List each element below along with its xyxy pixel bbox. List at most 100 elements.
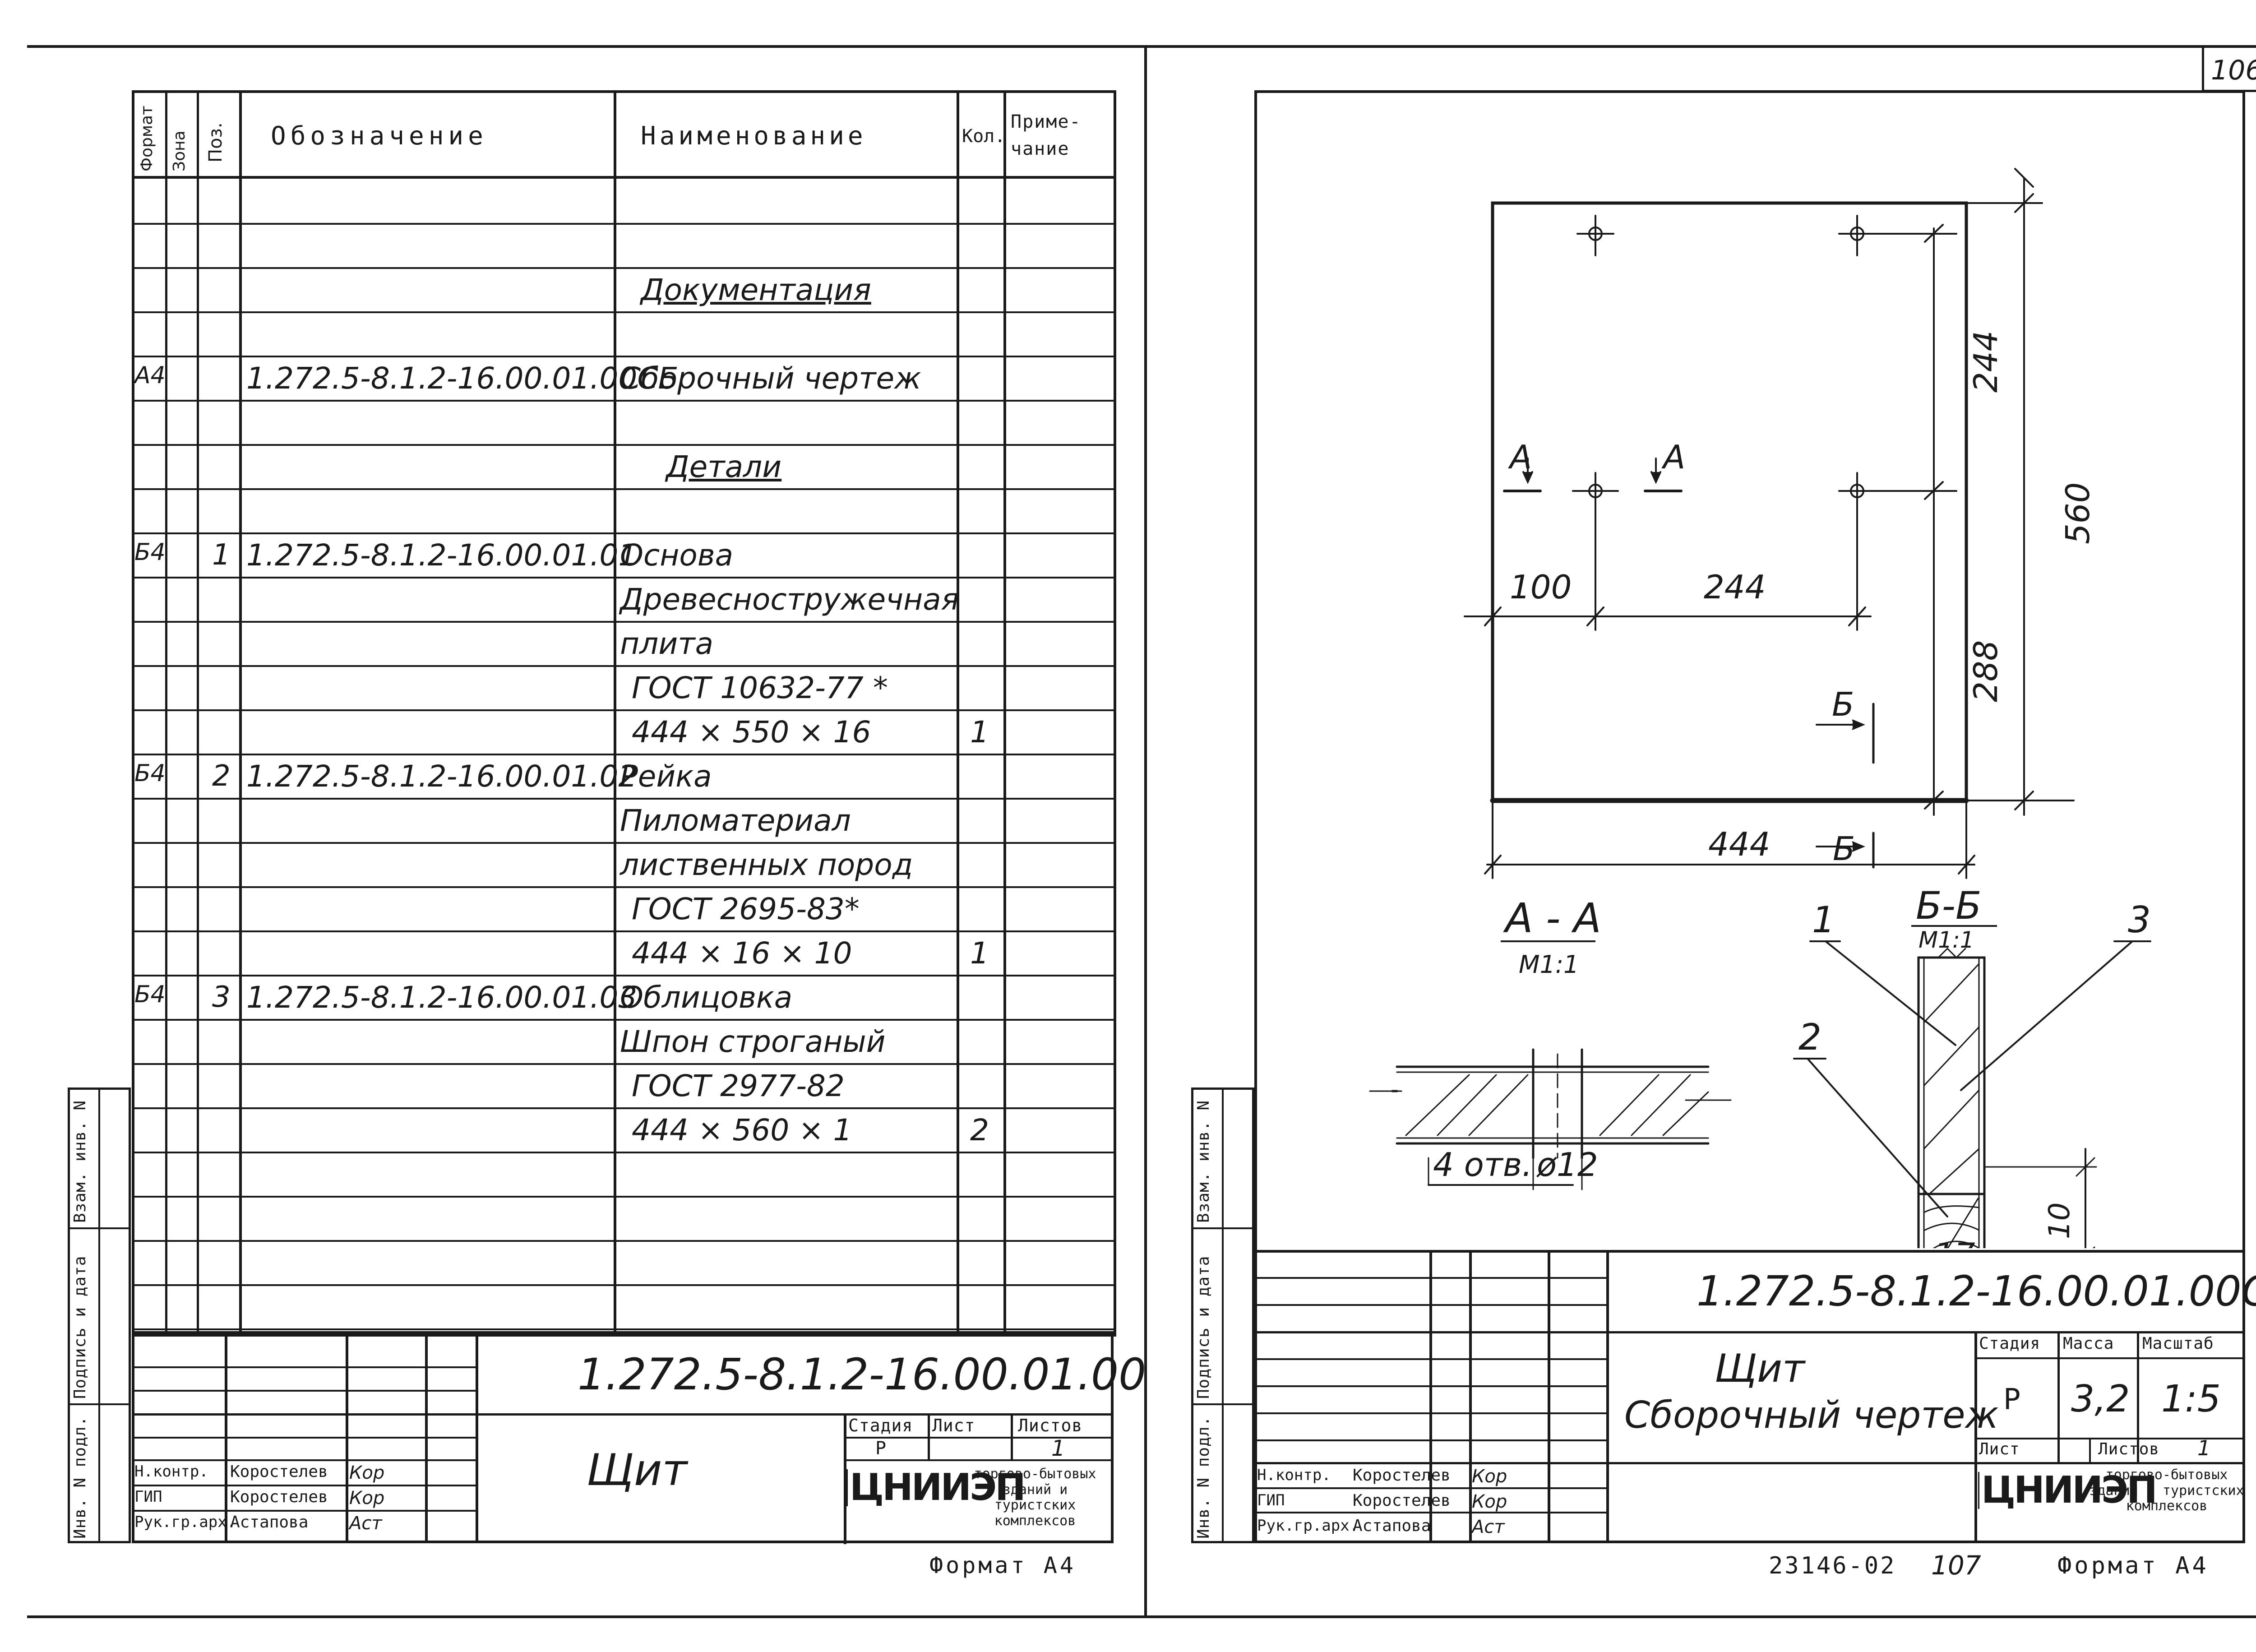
section-b-mark-top: Б: [1832, 685, 1854, 723]
tb-line: [1469, 1250, 1472, 1543]
spec-cell-name: Основа: [620, 538, 734, 573]
left-sheet-label: Лист: [932, 1416, 975, 1435]
spec-row-line: [132, 975, 1114, 976]
spec-cell-name: Пиломатериал: [620, 803, 851, 838]
signatory-sign: Кор: [349, 1462, 385, 1483]
spec-cell-name: Шпон строганый: [620, 1024, 886, 1059]
signatory-role: ГИП: [1257, 1491, 1285, 1509]
spec-col-line: [957, 90, 959, 1334]
spec-row-line: [132, 1063, 1114, 1065]
header-name: Наименование: [641, 121, 867, 151]
right-format-label: Формат А4: [2057, 1552, 2209, 1579]
side-strip-line: [68, 1227, 131, 1229]
right-sheets-label: Листов: [2098, 1440, 2160, 1458]
right-org-text: торгово-бытовых зданий и туристских комп…: [2089, 1467, 2244, 1514]
tb-line: [1254, 1331, 2245, 1333]
header-note: Приме- чание: [1011, 111, 1082, 159]
tb-line: [1011, 1413, 1013, 1460]
right-scale-label: Масштаб: [2142, 1334, 2214, 1353]
header-qty: Кол.: [962, 126, 1006, 147]
signatory-role: Рук.гр.арх.: [134, 1513, 236, 1531]
tb-line: [1254, 1512, 1608, 1513]
section-bb: [1917, 947, 2097, 1248]
right-scale-value: 1:5: [2161, 1378, 2221, 1421]
section-aa-scale: М1:1: [1519, 950, 1579, 979]
tb-line: [132, 1366, 477, 1368]
callout-3: 3: [2128, 899, 2151, 941]
spec-row-line: [132, 400, 1114, 402]
spec-row-line: [132, 577, 1114, 578]
header-zone: Зона: [170, 130, 189, 171]
hole-count: 4 отв.: [1433, 1146, 1532, 1184]
spec-row-line: [132, 621, 1114, 623]
signatory-name: Коростелев: [230, 1488, 328, 1506]
spec-row-line: [132, 930, 1114, 932]
spec-row-line: [132, 1019, 1114, 1021]
spec-row-line: [132, 223, 1114, 225]
tb-line: [1254, 1385, 1608, 1387]
tb-line: [2089, 1438, 2091, 1463]
spec-cell-qty: 1: [970, 936, 989, 971]
spec-col-line: [614, 90, 616, 1334]
callout-leaders: [1793, 940, 2151, 1217]
spec-header-separator: [132, 176, 1114, 179]
spec-cell-name: Рейка: [620, 759, 712, 794]
signatory-sign: Кор: [349, 1488, 385, 1509]
signatory-name: Коростелев: [230, 1462, 328, 1481]
spec-row-line: [132, 798, 1114, 800]
header-pos: Поз.: [205, 122, 226, 162]
tb-line: [1548, 1250, 1550, 1543]
spec-cell-designation: 1.272.5-8.1.2-16.00.01.01: [246, 538, 638, 573]
tb-line: [1254, 1358, 1608, 1360]
signatory-sign: Кор: [1472, 1491, 1507, 1512]
left-side-vzam: Взам. инв. N: [71, 1100, 89, 1223]
tb-line: [1254, 1439, 1608, 1441]
signatory-role: Н.контр.: [1257, 1466, 1331, 1484]
signatory-name: Астапова: [1353, 1517, 1431, 1535]
left-sheets-value: 1: [1051, 1436, 1065, 1461]
right-title-block: [1254, 1250, 2245, 1543]
side-strip-line: [1191, 1227, 1254, 1229]
tb-line: [1254, 1462, 2245, 1464]
assembly-drawing: 244 560 100 244 288 444 А А Б Б А - А М1…: [1369, 168, 2151, 1248]
tb-line: [1429, 1250, 1432, 1543]
callout-2: 2: [1798, 1016, 1821, 1058]
left-org-text: торгово-бытовых зданий и туристских комп…: [974, 1466, 1096, 1529]
spec-cell-name: Сборочный чертеж: [620, 361, 921, 396]
dim-444: 444: [1708, 825, 1770, 863]
dim-560: 560: [2059, 482, 2097, 544]
signatory-role: Н.контр.: [134, 1462, 208, 1481]
section-a-mark-right: А: [1661, 438, 1685, 476]
tb-line: [132, 1510, 477, 1512]
spec-row-line: [132, 886, 1114, 888]
dim-288: 288: [1967, 640, 2005, 702]
spec-row-line: [132, 665, 1114, 667]
tb-line: [132, 1437, 477, 1439]
signatory-sign: Кор: [1472, 1466, 1507, 1487]
spec-row-line: [132, 311, 1114, 313]
left-doc-code: 1.272.5-8.1.2-16.00.01.00: [578, 1349, 1146, 1400]
right-stage-label: Стадия: [1979, 1334, 2041, 1353]
spec-cell-name: плита: [620, 626, 714, 661]
hole-diameter: ø12: [1536, 1146, 1598, 1184]
left-org-logo: ЦНИИЭП: [846, 1469, 1026, 1506]
right-doc-code: 1.272.5-8.1.2-16.00.01.00СБ: [1697, 1267, 2256, 1315]
left-stage-value: Р: [875, 1438, 888, 1459]
callout-1: 1: [1812, 899, 1835, 941]
spec-cell-format: Б4: [134, 981, 166, 1008]
spec-row-line: [132, 1284, 1114, 1286]
spec-cell-name: Документация: [641, 273, 871, 307]
right-drawing-frame: [1254, 90, 2245, 1543]
tb-line: [1254, 1277, 1608, 1279]
archive-page: 107: [1931, 1550, 1981, 1581]
page-number-box: [2202, 45, 2256, 92]
spec-col-line: [165, 90, 167, 1334]
tb-line: [132, 1459, 477, 1461]
spec-row-line: [132, 444, 1114, 446]
tb-line: [1974, 1438, 2245, 1439]
tb-line: [132, 1390, 477, 1392]
spec-row-line: [132, 1107, 1114, 1109]
tb-line: [844, 1413, 846, 1544]
spec-row-line: [132, 1240, 1114, 1242]
